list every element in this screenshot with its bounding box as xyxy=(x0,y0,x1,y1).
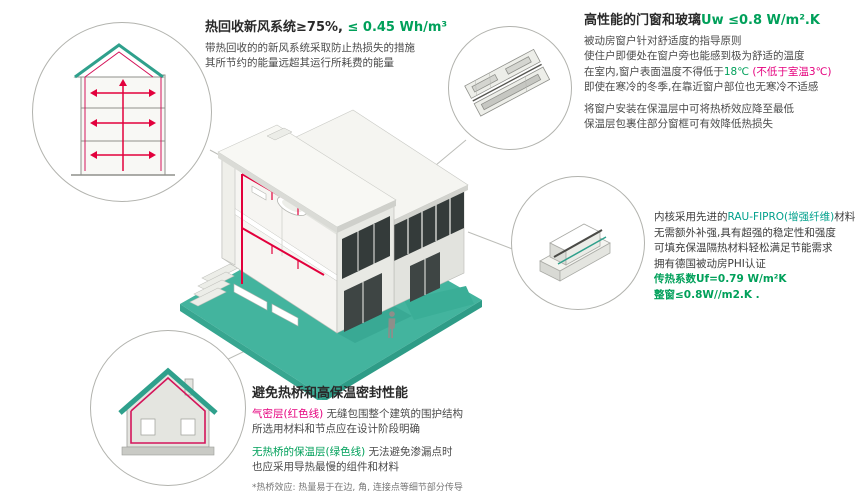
airtight-layer-line xyxy=(130,376,206,444)
window-detail-illustration xyxy=(448,26,572,150)
thermal-p2-line-1: 无热桥的保温层(绿色线) 无法避免渗漏点时 xyxy=(252,445,604,460)
windows-line-3-text: 在室内,窗户表面温度不得低于 xyxy=(584,65,724,78)
material-line-4: 拥有德国被动房PHI认证 xyxy=(654,257,766,270)
thermal-footnote: *热桥效应: 热量易于在边, 角, 连接点等细节部分传导 xyxy=(252,483,463,492)
thermal-p2-line-2: 也应采用导热最慢的组件和材料 xyxy=(252,460,399,473)
windows-line-5: 将窗户安装在保温层中可将热桥效应降至最低 xyxy=(584,103,794,116)
ventilation-body: 带热回收的的新风系统采取防止热损失的措施 其所节约的能量远超其运行所耗费的能量 xyxy=(205,41,517,71)
house-outline xyxy=(126,372,210,448)
ventilation-title: 热回收新风系统≥75%, ≤ 0.45 Wh/m³ xyxy=(205,20,517,36)
kitchen-counters xyxy=(233,283,299,327)
glass-pane-line xyxy=(472,63,542,102)
thermal-body: 气密层(红色线) 无缝包围整个建筑的围护结构 所选用材料和节点应在设计阶段明确 … xyxy=(252,407,604,492)
windows-temp-note: (不低于室温3℃) xyxy=(749,65,832,78)
insulation-band xyxy=(118,367,218,415)
windows-gap xyxy=(584,95,862,102)
thermal-p2-rest: 无法避免渗漏点时 xyxy=(365,445,453,458)
sink-counter xyxy=(251,185,267,201)
house-main-block xyxy=(217,124,397,334)
windows-line-2: 使住户即便处在窗户旁也能感到极为舒适的温度 xyxy=(584,50,805,63)
material-line-1: 内核采用先进的RAU-FIPRO(增强纤维)材料 xyxy=(654,210,865,226)
house-cutaway-illustration xyxy=(180,109,482,400)
gasket-line xyxy=(553,229,603,258)
windows-title-main: 高性能的门窗和玻璃 xyxy=(584,13,702,28)
material-line-1-c: 材料 xyxy=(834,211,856,223)
material-callout: 内核采用先进的RAU-FIPRO(增强纤维)材料 无需额外补强,具有超强的稳定性… xyxy=(654,210,865,303)
ventilation-section-illustration xyxy=(32,22,212,202)
windows-title: 高性能的门窗和玻璃Uw ≤0.8 W/m².K xyxy=(584,13,862,29)
windows-title-value: Uw ≤0.8 W/m².K xyxy=(701,13,820,28)
windows-line-1: 被动房窗户针对舒适度的指导原则 xyxy=(584,35,742,48)
insulation-line xyxy=(74,43,164,79)
material-line-3: 可填充保温隔热材料轻松满足节能需求 xyxy=(654,242,833,255)
ventilation-line-2: 其所节约的能量远超其运行所耗费的能量 xyxy=(205,57,394,70)
material-line-1-a: 内核采用先进的 xyxy=(654,211,728,223)
windows-temp-value: 18℃ xyxy=(723,65,749,78)
material-uf-value: 传热系数Uf=0.79 W/m²K xyxy=(654,273,787,286)
window-left xyxy=(140,418,156,436)
insulation-layer-label: 无热桥的保温层(绿色线) xyxy=(252,445,366,458)
material-uw-value: 整窗≤0.8W//m2.K . xyxy=(654,288,760,301)
thermal-envelope-illustration xyxy=(90,330,246,486)
airflow-arrows xyxy=(90,79,156,159)
garden-stairs xyxy=(189,263,239,307)
windows-line-4: 即使在寒冷的冬季,在靠近窗户部位也无寒冷不适感 xyxy=(584,80,819,93)
windows-line-3: 在室内,窗户表面温度不得低于18℃ (不低于室温3℃) xyxy=(584,65,862,80)
thermal-p1-rest: 无缝包围整个建筑的围护结构 xyxy=(323,408,464,421)
duct-lines xyxy=(95,83,151,171)
person-figure xyxy=(388,311,396,338)
ventilation-callout: 热回收新风系统≥75%, ≤ 0.45 Wh/m³ 带热回收的的新风系统采取防止… xyxy=(205,20,517,72)
rooftop-unit xyxy=(266,127,293,141)
ventilation-title-value: ≤ 0.45 Wh/m³ xyxy=(342,20,448,35)
foundation xyxy=(121,446,215,456)
windows-body: 被动房窗户针对舒适度的指导原则 使住户即便处在窗户旁也能感到极为舒适的温度 在室… xyxy=(584,34,862,132)
section-roof xyxy=(73,44,165,78)
airtight-layer-label: 气密层(红色线) xyxy=(252,408,324,421)
ventilation-title-main: 热回收新风系统≥75%, xyxy=(205,20,343,35)
window-profile-illustration xyxy=(511,176,645,310)
windows-callout: 高性能的门窗和玻璃Uw ≤0.8 W/m².K 被动房窗户针对舒适度的指导原则 … xyxy=(584,13,862,133)
thermal-bridge-callout: 避免热桥和高保温密封性能 气密层(红色线) 无缝包围整个建筑的围护结构 所选用材… xyxy=(252,386,604,492)
windows-line-6: 保温层包裹住部分窗框可有效降低热损失 xyxy=(584,118,773,131)
material-brand: RAU-FIPRO(增强纤维) xyxy=(727,211,835,223)
ventilation-line-1: 带热回收的的新风系统采取防止热损失的措施 xyxy=(205,42,415,55)
thermal-p1-line-2: 所选用材料和节点应在设计阶段明确 xyxy=(252,423,420,436)
airtight-line xyxy=(84,51,154,78)
window-right xyxy=(180,418,196,436)
insulation-core-line xyxy=(557,236,607,265)
thermal-p1-line-1: 气密层(红色线) 无缝包围整个建筑的围护结构 xyxy=(252,407,604,422)
thermal-title: 避免热桥和高保温密封性能 xyxy=(252,386,409,401)
material-line-2: 无需额外补强,具有超强的稳定性和强度 xyxy=(654,226,836,239)
